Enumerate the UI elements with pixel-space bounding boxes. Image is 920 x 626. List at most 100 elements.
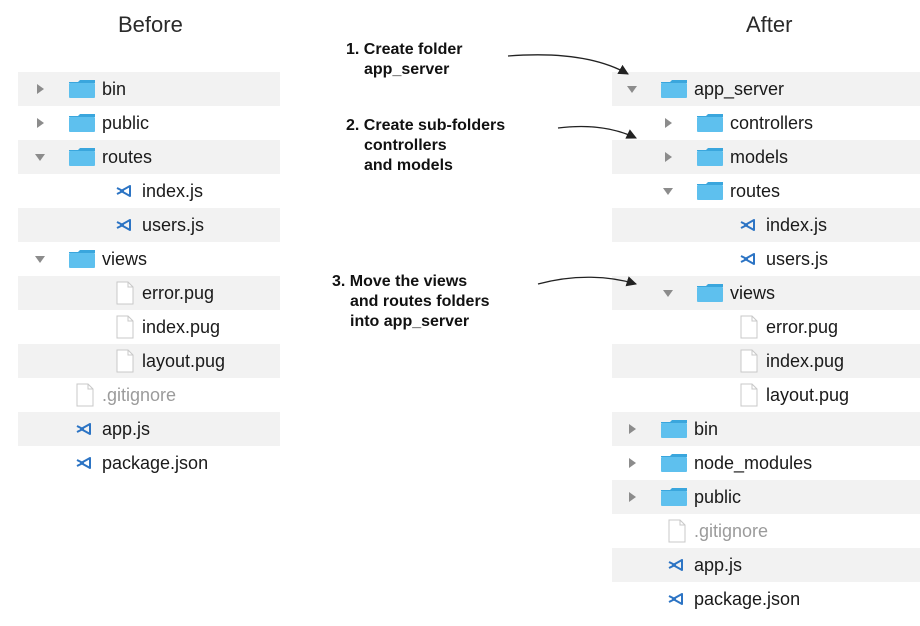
tree-file-row[interactable]: error.pug [612, 310, 920, 344]
tree-file-row[interactable]: .gitignore [612, 514, 920, 548]
tree-item-label: views [730, 282, 776, 303]
document-icon [76, 383, 94, 407]
disclosure-down-icon[interactable] [34, 253, 46, 265]
tree-file-row[interactable]: users.js [18, 208, 280, 242]
annotation-line: into app_server [350, 313, 470, 330]
tree-folder-row[interactable]: models [612, 140, 920, 174]
folder-icon [697, 284, 723, 302]
tree-file-row[interactable]: .gitignore [18, 378, 280, 412]
tree-file-row[interactable]: layout.pug [18, 344, 280, 378]
arrow-1 [507, 54, 629, 75]
document-icon [740, 315, 758, 339]
tree-folder-row[interactable]: routes [612, 174, 920, 208]
tree-file-row[interactable]: index.js [18, 174, 280, 208]
annotation-line: 2. Create sub-folders [346, 117, 506, 134]
disclosure-right-icon[interactable] [626, 491, 638, 503]
folder-icon [69, 114, 95, 132]
tree-folder-row[interactable]: routes [18, 140, 280, 174]
disclosure-down-icon[interactable] [626, 83, 638, 95]
tree-file-row[interactable]: package.json [18, 446, 280, 480]
tree-item-label: users.js [142, 214, 205, 235]
after-file-tree: app_server controllers models routes index.j… [612, 68, 920, 626]
tree-item-label: routes [730, 180, 781, 201]
tree-item-label: index.js [142, 180, 204, 201]
tree-item-label: app.js [102, 418, 151, 439]
tree-folder-row[interactable]: bin [18, 72, 280, 106]
tree-item-label: index.pug [142, 316, 221, 337]
annotation-line: controllers [364, 137, 447, 154]
disclosure-right-icon[interactable] [34, 117, 46, 129]
vscode-file-icon [740, 219, 755, 231]
annotation-line: 3. Move the views [332, 273, 468, 290]
tree-item-label: node_modules [694, 452, 813, 473]
folder-icon [661, 488, 687, 506]
tree-item-label: routes [102, 146, 153, 167]
disclosure-right-icon[interactable] [34, 83, 46, 95]
vscode-file-icon [668, 593, 683, 605]
tree-item-label: views [102, 248, 148, 269]
vscode-file-icon [76, 423, 91, 435]
tree-file-row[interactable]: app.js [18, 412, 280, 446]
tree-item-label: public [102, 112, 150, 133]
folder-icon [661, 420, 687, 438]
tree-item-label: index.pug [766, 350, 845, 371]
disclosure-right-icon[interactable] [626, 423, 638, 435]
disclosure-down-icon[interactable] [34, 151, 46, 163]
folder-icon [69, 80, 95, 98]
tree-item-label: app_server [694, 78, 785, 99]
vscode-file-icon [740, 253, 755, 265]
disclosure-right-icon[interactable] [626, 457, 638, 469]
document-icon [116, 281, 134, 305]
tree-file-row[interactable]: users.js [612, 242, 920, 276]
tree-folder-row[interactable]: controllers [612, 106, 920, 140]
tree-item-label: .gitignore [694, 520, 769, 541]
tree-file-row[interactable]: package.json [612, 582, 920, 616]
tree-folder-row[interactable]: app_server [612, 72, 920, 106]
annotation-create-subfolders: 2. Create sub-folders controllers and mo… [346, 116, 505, 176]
annotation-move-folders: 3. Move the views and routes folders int… [332, 272, 490, 332]
document-icon [740, 349, 758, 373]
tree-file-row[interactable]: error.pug [18, 276, 280, 310]
document-icon [740, 383, 758, 407]
tree-file-row[interactable]: layout.pug [612, 378, 920, 412]
disclosure-right-icon[interactable] [662, 151, 674, 163]
disclosure-down-icon[interactable] [662, 185, 674, 197]
tree-item-label: users.js [766, 248, 829, 269]
document-icon [668, 519, 686, 543]
tree-item-label: layout.pug [766, 384, 850, 405]
tree-item-label: .gitignore [102, 384, 177, 405]
tree-file-row[interactable]: app.js [612, 548, 920, 582]
tree-item-label: bin [694, 418, 719, 439]
vscode-file-icon [76, 457, 91, 469]
after-heading: After [746, 12, 793, 37]
tree-item-label: package.json [694, 588, 801, 609]
folder-icon [661, 454, 687, 472]
tree-file-row[interactable]: index.pug [18, 310, 280, 344]
disclosure-right-icon[interactable] [662, 117, 674, 129]
tree-folder-row[interactable]: public [18, 106, 280, 140]
annotation-create-folder: 1. Create folder app_server [346, 40, 462, 80]
document-icon [116, 315, 134, 339]
tree-folder-row[interactable]: bin [612, 412, 920, 446]
tree-folder-row[interactable]: views [612, 276, 920, 310]
folder-icon [661, 80, 687, 98]
folder-icon [69, 250, 95, 268]
folder-icon [697, 148, 723, 166]
disclosure-down-icon[interactable] [662, 287, 674, 299]
vscode-file-icon [116, 219, 131, 231]
tree-item-label: package.json [102, 452, 209, 473]
tree-item-label: app.js [694, 554, 743, 575]
tree-folder-row[interactable]: views [18, 242, 280, 276]
folder-icon [697, 182, 723, 200]
tree-file-row[interactable]: index.pug [612, 344, 920, 378]
tree-folder-row[interactable]: node_modules [612, 446, 920, 480]
annotation-line: app_server [364, 61, 450, 78]
tree-item-label: index.js [766, 214, 828, 235]
annotation-line: and routes folders [350, 293, 490, 310]
folder-icon [69, 148, 95, 166]
tree-folder-row[interactable]: public [612, 480, 920, 514]
tree-file-row[interactable]: index.js [612, 208, 920, 242]
tree-item-label: controllers [730, 112, 814, 133]
document-icon [116, 349, 134, 373]
annotation-line: and models [364, 157, 453, 174]
